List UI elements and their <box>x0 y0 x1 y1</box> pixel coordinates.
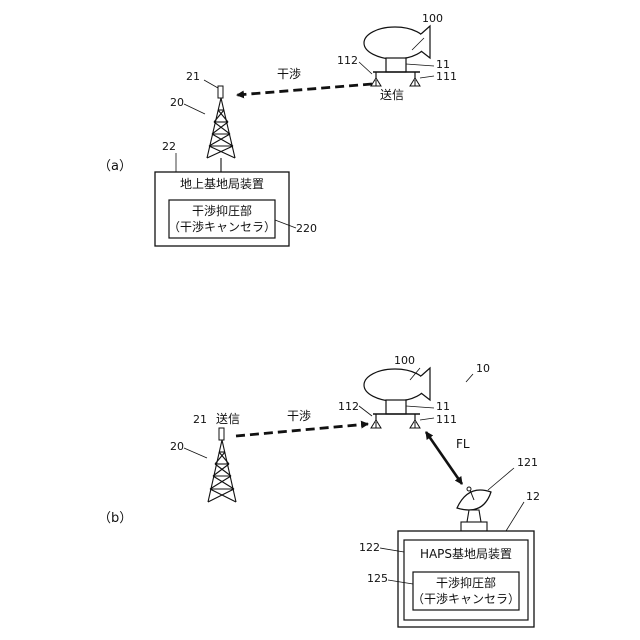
haps-ref-label: 100 <box>422 12 443 25</box>
tower-ref: 20 <box>170 440 184 453</box>
section-b-label: （b） <box>98 511 132 526</box>
tower-leader <box>184 448 207 458</box>
antenna-left-leader <box>359 406 372 416</box>
suppressor-ref: 220 <box>296 222 317 235</box>
section-a-label: （a） <box>98 159 132 174</box>
haps-antenna-right-icon <box>410 78 420 86</box>
unit-ref-leader <box>406 64 434 66</box>
station-ref: 122 <box>359 541 380 554</box>
ground-antenna-icon <box>219 428 224 440</box>
parabolic-dish-icon <box>457 487 491 531</box>
diagram-b: （b） 100 10 112 11 111 21 送信 <box>98 354 540 627</box>
tower-ref: 20 <box>170 96 184 109</box>
tower-icon <box>208 440 236 502</box>
haps-unit-ref: 11 <box>436 400 450 413</box>
interference-label: 干渉 <box>287 408 311 423</box>
ground-station-title: 地上基地局装置 <box>180 177 264 191</box>
haps-antenna-right-ref: 111 <box>436 413 457 426</box>
dish-ref-leader <box>488 468 514 490</box>
suppressor-line2: （干渉キャンセラ） <box>168 219 276 234</box>
haps-antenna-right-icon <box>410 420 420 428</box>
interference-label: 干渉 <box>277 66 301 81</box>
suppressor-ref: 125 <box>367 572 388 585</box>
antenna-right-leader <box>420 418 434 420</box>
haps-ref-label: 100 <box>394 354 415 367</box>
haps-antenna-left-ref: 112 <box>337 54 358 67</box>
unit-ref-leader <box>406 406 434 408</box>
haps-antenna-right-ref: 111 <box>436 70 457 83</box>
station-ref: 22 <box>162 140 176 153</box>
gateway-ref: 12 <box>526 490 540 503</box>
interference-arrow <box>236 424 368 436</box>
haps-airship-icon <box>364 368 430 420</box>
ground-antenna-ref: 21 <box>186 70 200 83</box>
haps-airship-icon <box>364 26 430 78</box>
gateway-ref-leader <box>506 502 524 531</box>
suppressor-line1: 干渉抑圧部 <box>436 575 496 590</box>
ground-antenna-leader <box>204 80 218 88</box>
antenna-right-leader <box>420 76 434 78</box>
haps-antenna-left-icon <box>371 420 381 428</box>
system-ref-label: 10 <box>476 362 490 375</box>
feeder-link-label: FL <box>456 437 470 451</box>
ground-antenna-icon <box>218 86 223 98</box>
suppressor-line2: （干渉キャンセラ） <box>412 591 520 606</box>
tower-leader <box>184 104 205 114</box>
haps-antenna-left-icon <box>371 78 381 86</box>
system-ref-leader <box>466 374 473 382</box>
haps-antenna-left-ref: 112 <box>338 400 359 413</box>
tower-icon <box>207 98 235 172</box>
diagram-a: （a） 100 112 11 111 送信 干渉 <box>98 12 457 246</box>
transmit-label: 送信 <box>380 87 404 102</box>
suppressor-line1: 干渉抑圧部 <box>192 203 252 218</box>
interference-arrow <box>237 84 372 95</box>
antenna-left-leader <box>359 62 372 74</box>
haps-station-title: HAPS基地局装置 <box>420 547 512 561</box>
transmit-label: 送信 <box>216 411 240 426</box>
ground-antenna-ref: 21 <box>193 413 207 426</box>
dish-ref: 121 <box>517 456 538 469</box>
